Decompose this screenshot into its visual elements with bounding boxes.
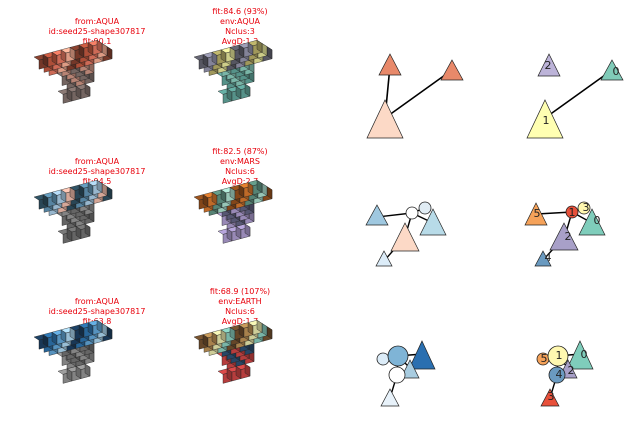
row1-g3-node-2	[418, 201, 432, 215]
row1-g4-label-0: 5	[534, 207, 541, 220]
voxel-face	[244, 363, 251, 377]
row1-g4-node-0	[578, 208, 606, 236]
row1-g3-node-4	[390, 222, 420, 252]
row1-g4-node-1	[565, 205, 579, 219]
row0-g4-node-0	[537, 53, 561, 77]
row2-g4-label-0: 1	[556, 349, 563, 362]
row0-fit-shape	[193, 39, 273, 104]
row2-g4-node-4	[548, 366, 566, 384]
voxel-face	[96, 319, 103, 333]
voxel-face	[96, 179, 103, 193]
row1-g4-node-3	[577, 201, 591, 215]
row1-id: id:seed25-shape307817	[48, 167, 146, 176]
row2-mid-fit: fit:68.9 (107%)	[209, 287, 271, 296]
row1-g3-node-3	[419, 208, 447, 236]
row1-g4-label-4: 2	[565, 230, 572, 243]
row1-mid-fit: fit:82.5 (87%)	[212, 147, 268, 156]
row1-env-cluster-graph: 5 1 3 0 2 4	[524, 201, 606, 267]
row2-g3-node-3	[400, 359, 420, 379]
row2-source-shape	[33, 319, 113, 384]
row2-g4-label-1: 0	[581, 348, 588, 361]
row1-source: from:AQUA	[74, 157, 120, 166]
row0-nclus: Nclus:3	[225, 27, 255, 36]
row1-cluster-graph	[365, 201, 447, 267]
row1-g3-node-1	[405, 206, 419, 220]
row2-g3-node-2	[408, 340, 436, 370]
row2-g4-node-0	[566, 340, 594, 370]
row0-g4-label-0: 2	[545, 59, 552, 72]
row2-g3-node-0	[376, 352, 390, 366]
row2-g4-label-5: 3	[548, 390, 555, 403]
row1-g4-label-1: 1	[569, 206, 576, 219]
row2-nclus: Nclus:6	[225, 307, 255, 316]
row0-env-cluster-graph: 2 0 1	[526, 53, 624, 139]
row2-avgd: AvgD:1.7	[221, 317, 259, 326]
row2-g4-node-3	[540, 388, 560, 407]
row0-source: from:AQUA	[74, 17, 120, 26]
row0-g3-node-0	[378, 53, 402, 76]
row1-g4-node-5	[524, 202, 548, 226]
row1-g4-node-2	[549, 222, 579, 251]
voxel-face	[96, 39, 103, 53]
row2-mid-label: fit:68.9 (107%) env:EARTH Nclus:6 AvgD:1…	[180, 287, 300, 327]
voxel-face	[256, 179, 263, 193]
voxel-face	[256, 319, 263, 333]
row0-g3-node-1	[440, 59, 464, 81]
row0-id: id:seed25-shape307817	[48, 27, 146, 36]
row0-env: env:AQUA	[220, 17, 260, 26]
row1-g4-node-4	[534, 250, 552, 267]
row2-g3-node-4	[388, 366, 406, 384]
voxel-face	[84, 83, 91, 97]
row2-fit-shape	[193, 319, 273, 384]
row0-g3-node-2	[366, 99, 404, 139]
row0-g4-node-2	[526, 99, 564, 139]
row1-env: env:MARS	[220, 157, 260, 166]
row1-g4-label-3: 0	[594, 214, 601, 227]
row2-g4-label-2: 5	[541, 352, 548, 365]
row2-env-cluster-graph: 1 0 5 2 4 3	[536, 340, 594, 407]
row0-g4-node-1	[600, 59, 624, 81]
row2-g4-node-1	[547, 345, 569, 367]
row2-env: env:EARTH	[218, 297, 262, 306]
voxel-face	[244, 223, 251, 237]
row2-cluster-graph	[376, 340, 436, 407]
row2-id: id:seed25-shape307817	[48, 307, 146, 316]
row0-cluster-graph	[366, 53, 464, 139]
row0-avgd: AvgD:1.3	[221, 37, 259, 46]
row1-nclus: Nclus:6	[225, 167, 255, 176]
row0-g4-label-1: 0	[613, 65, 620, 78]
row0-g4-label-2: 1	[543, 114, 550, 127]
row1-g4-label-5: 4	[545, 251, 552, 264]
row0-mid-fit: fit:84.6 (93%)	[212, 7, 268, 16]
row2-g4-label-4: 4	[556, 368, 563, 381]
row1-g3-node-0	[365, 204, 389, 226]
row2-g4-label-3: 2	[568, 364, 575, 377]
voxel-face	[244, 83, 251, 97]
voxel-face	[256, 39, 263, 53]
row1-fit-shape	[193, 179, 273, 244]
row1-g4-label-2: 3	[583, 201, 590, 214]
voxel-face	[84, 363, 91, 377]
row1-mid-label: fit:82.5 (87%) env:MARS Nclus:6 AvgD:2.7	[180, 147, 300, 187]
voxel-face	[84, 223, 91, 237]
row1-g3-node-5	[375, 250, 393, 267]
row2-source: from:AQUA	[74, 297, 120, 306]
row0-mid-label: fit:84.6 (93%) env:AQUA Nclus:3 AvgD:1.3	[180, 7, 300, 47]
row2-g3-node-5	[380, 388, 400, 407]
row1-source-shape	[33, 179, 113, 244]
row1-avgd: AvgD:2.7	[221, 177, 259, 186]
row0-source-shape	[33, 39, 113, 104]
row2-g3-node-1	[387, 345, 409, 367]
